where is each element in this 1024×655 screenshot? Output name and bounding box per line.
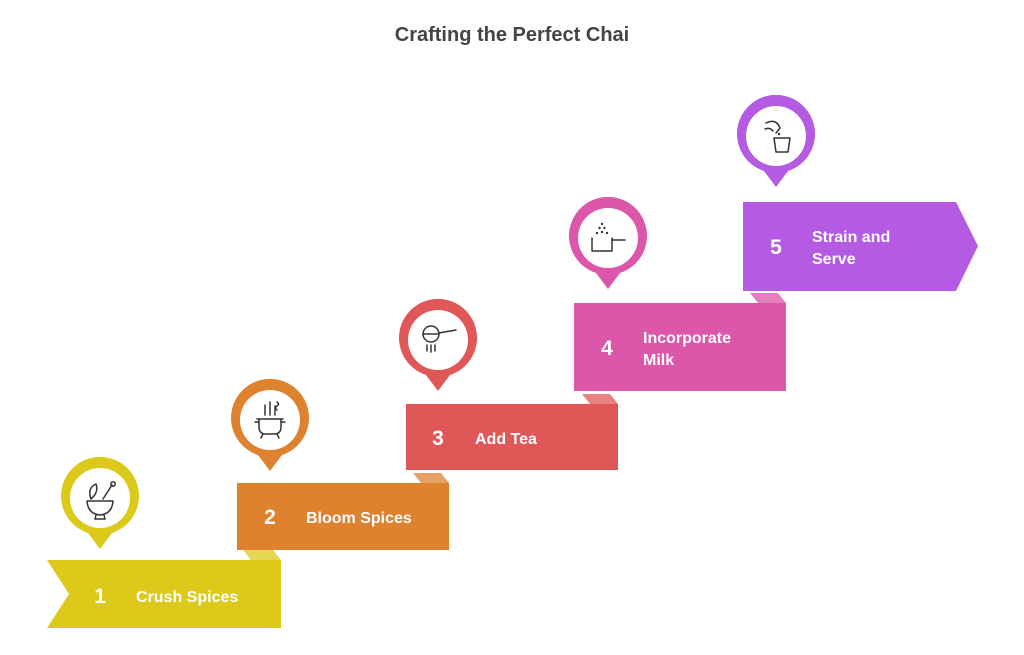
step-2-number: 2 xyxy=(264,506,276,529)
step-3-label-line-1: Add Tea xyxy=(475,431,537,448)
step-1-label: Crush Spices xyxy=(136,589,238,606)
step-3-marker-face xyxy=(408,310,468,370)
step-3: 3 Add Tea xyxy=(399,298,618,470)
pour-cup-icon xyxy=(764,120,791,153)
step-4: 4 Incorporate Milk xyxy=(569,196,786,391)
step-4-label-line-1: Incorporate xyxy=(643,330,731,347)
step-5: 5 Strain and Serve xyxy=(737,94,978,291)
step-5-marker-face xyxy=(746,106,806,166)
step-4-label: Incorporate Milk xyxy=(643,330,735,369)
step-4-marker-face xyxy=(578,208,638,268)
step-3-fold xyxy=(582,394,618,404)
step-2-bar xyxy=(237,483,449,550)
step-5-label: Strain and Serve xyxy=(812,229,895,268)
step-1-bar xyxy=(47,560,281,628)
step-1-number: 1 xyxy=(94,585,106,608)
step-2-label-line-1: Bloom Spices xyxy=(306,510,412,527)
step-5-number: 5 xyxy=(770,236,782,259)
step-2-marker-face xyxy=(240,390,300,450)
step-5-label-line-1: Strain and xyxy=(812,229,890,246)
step-3-number: 3 xyxy=(432,427,444,450)
step-2-fold xyxy=(413,473,449,483)
step-3-label: Add Tea xyxy=(475,431,537,448)
diagram-title: Crafting the Perfect Chai xyxy=(394,24,630,46)
step-4-number: 4 xyxy=(601,337,613,360)
mortar-pestle-icon xyxy=(86,481,116,520)
step-1: 1 Crush Spices xyxy=(47,456,281,628)
step-2: 2 Bloom Spices xyxy=(231,378,449,550)
step-2-label: Bloom Spices xyxy=(306,510,412,527)
step-4-bar xyxy=(574,303,786,391)
step-3-bar xyxy=(406,404,618,470)
step-1-label-line-1: Crush Spices xyxy=(136,589,238,606)
step-5-bar xyxy=(743,202,978,291)
step-4-fold xyxy=(750,293,786,303)
steaming-pot-icon xyxy=(254,401,286,439)
milk-pan-icon xyxy=(591,222,626,252)
tea-strainer-icon xyxy=(422,325,457,353)
step-1-fold xyxy=(243,550,281,560)
step-5-label-line-2: Serve xyxy=(812,251,856,268)
step-4-label-line-2: Milk xyxy=(643,352,674,369)
